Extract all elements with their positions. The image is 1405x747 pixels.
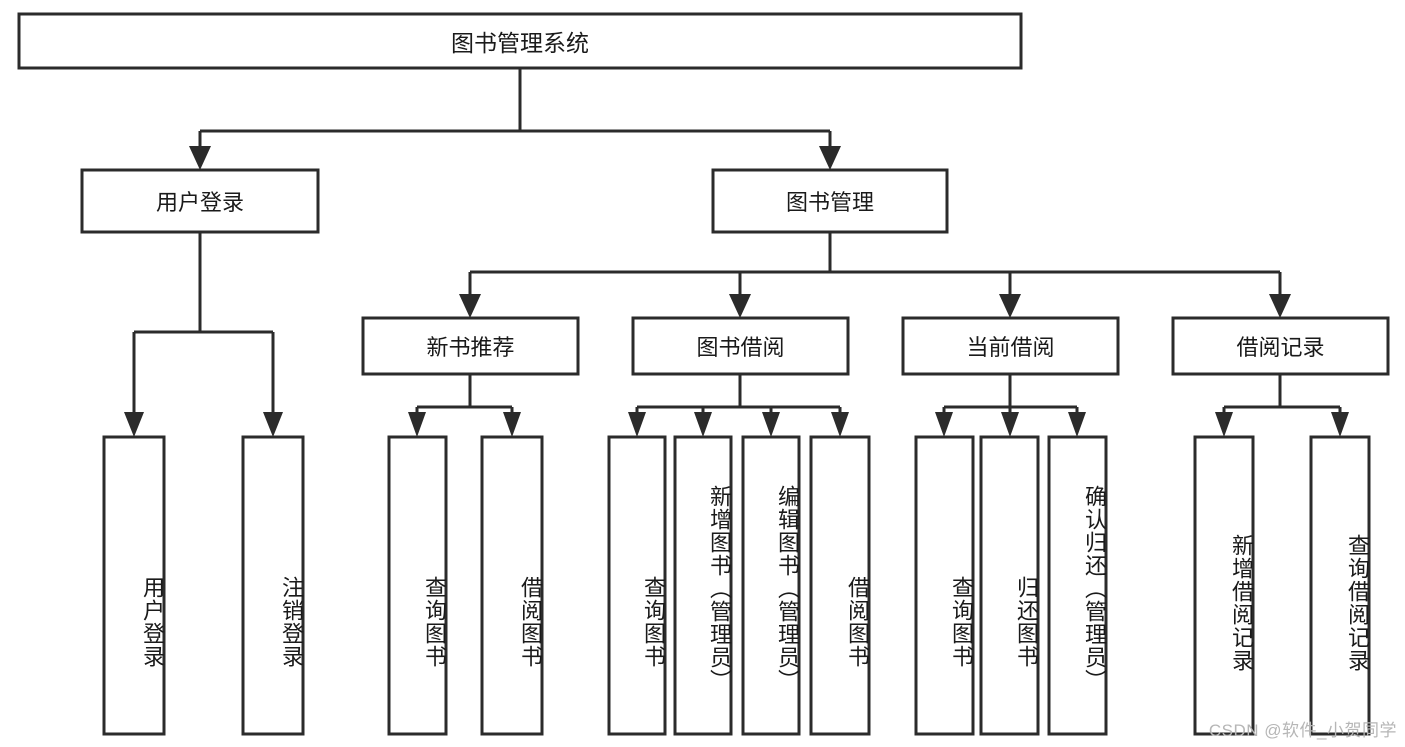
- arrow-head-book-manage: [819, 146, 841, 170]
- leaf-box-edit-book-admin[interactable]: [741, 435, 801, 736]
- leaf-box-logout[interactable]: [241, 435, 305, 736]
- arrow-head-leaf-user-login: [124, 412, 144, 437]
- leaf-box-recommend-borrow-book[interactable]: [480, 435, 544, 736]
- leaf-box-query-borrow-record[interactable]: [1309, 435, 1371, 736]
- leaf-box-user-login[interactable]: [102, 435, 166, 736]
- arrow-head-leaf-add-borrow-record: [1215, 412, 1233, 437]
- node-user-login-box[interactable]: [80, 168, 320, 234]
- leaf-box-confirm-return-admin[interactable]: [1047, 435, 1108, 736]
- arrow-head-leaf-return-book: [1001, 412, 1019, 437]
- arrow-head-leaf-recommend-borrow-book: [503, 412, 521, 437]
- arrow-head-leaf-query-borrow-record: [1331, 412, 1349, 437]
- arrow-head-leaf-current-query-book: [935, 412, 953, 437]
- arrow-head-leaf-logout: [263, 412, 283, 437]
- leaf-box-borrow-book[interactable]: [809, 435, 871, 736]
- arrow-head-new-book-recommend: [459, 294, 481, 318]
- node-current-borrow-box[interactable]: [901, 316, 1120, 376]
- leaf-box-borrow-query-book[interactable]: [607, 435, 667, 736]
- node-root-box[interactable]: [17, 12, 1023, 70]
- arrow-head-leaf-recommend-query-book: [408, 412, 426, 437]
- arrow-head-leaf-borrow-query-book: [628, 412, 646, 437]
- node-book-manage-box[interactable]: [711, 168, 949, 234]
- leaf-box-add-book-admin[interactable]: [673, 435, 733, 736]
- node-borrow-record-box[interactable]: [1171, 316, 1390, 376]
- arrow-head-leaf-edit-book-admin: [762, 412, 780, 437]
- arrow-head-leaf-confirm-return-admin: [1068, 412, 1086, 437]
- arrow-head-user-login: [189, 146, 211, 170]
- leaf-box-add-borrow-record[interactable]: [1193, 435, 1255, 736]
- node-book-borrow-box[interactable]: [631, 316, 850, 376]
- leaf-box-current-query-book[interactable]: [914, 435, 975, 736]
- arrow-head-current-borrow: [999, 294, 1021, 318]
- node-new-book-recommend-box[interactable]: [361, 316, 580, 376]
- arrow-head-leaf-borrow-book: [831, 412, 849, 437]
- arrow-head-leaf-add-book-admin: [694, 412, 712, 437]
- leaf-box-return-book[interactable]: [979, 435, 1040, 736]
- arrow-head-book-borrow: [729, 294, 751, 318]
- arrow-head-borrow-record: [1269, 294, 1291, 318]
- leaf-box-recommend-query-book[interactable]: [387, 435, 448, 736]
